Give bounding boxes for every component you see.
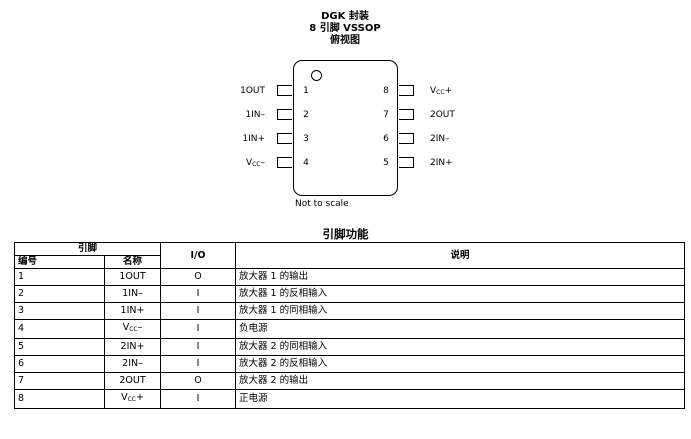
pin-functions-table: 引脚 I/O 说明 编号 名称 1 1OUT O 放大器 1 的输出 2 1IN…: [13, 242, 685, 409]
cell-description: 放大器 2 的同相输入: [235, 338, 685, 356]
cell-description: 放大器 1 的同相输入: [235, 302, 685, 320]
cell-description: 放大器 1 的输出: [235, 268, 685, 286]
table-row: 2 1IN– I 放大器 1 的反相输入: [14, 285, 685, 303]
pin-label: 2IN–: [430, 134, 450, 144]
cell-io: O: [160, 268, 237, 286]
table-row: 8 VCC+ I 正电源: [14, 389, 685, 409]
package-title: DGK 封装: [321, 11, 369, 22]
cell-io: O: [160, 372, 237, 390]
table-title: 引脚功能: [322, 227, 369, 241]
cell-io: I: [160, 338, 237, 356]
cell-number: 3: [14, 302, 105, 320]
table-row: 5 2IN+ I 放大器 2 的同相输入: [14, 338, 685, 356]
cell-io: I: [160, 389, 237, 409]
pin-number: 1: [303, 86, 309, 96]
table-row: 1 1OUT O 放大器 1 的输出: [14, 268, 685, 286]
pin-3-lead: [277, 133, 292, 144]
pin-label: 1IN+: [242, 134, 265, 144]
table-row: 3 1IN+ I 放大器 1 的同相输入: [14, 302, 685, 320]
pin-label: 1OUT: [240, 86, 265, 96]
cell-name: 2IN+: [103, 338, 162, 356]
cell-number: 1: [14, 268, 105, 286]
pin-8-lead: [399, 85, 414, 96]
cell-name: 2OUT: [103, 372, 162, 390]
pin-6-lead: [399, 133, 414, 144]
cell-number: 4: [14, 319, 105, 339]
pin-number: 3: [303, 134, 309, 144]
cell-description: 放大器 1 的反相输入: [235, 285, 685, 303]
cell-name: 1IN–: [103, 285, 162, 303]
table-row: 6 2IN– I 放大器 2 的反相输入: [14, 355, 685, 373]
cell-description: 放大器 2 的反相输入: [235, 355, 685, 373]
pin-number: 4: [303, 158, 309, 168]
package-view: 俯视图: [330, 35, 360, 46]
package-pin-count: 8 引脚 VSSOP: [309, 23, 381, 34]
cell-number: 2: [14, 285, 105, 303]
pin-label: VCC+: [430, 86, 453, 96]
cell-number: 7: [14, 372, 105, 390]
cell-name: 2IN–: [103, 355, 162, 373]
cell-description: 正电源: [235, 389, 685, 409]
pin1-marker-icon: [311, 70, 322, 81]
header-pin-group: 引脚: [13, 242, 162, 256]
cell-io: I: [160, 285, 237, 303]
pin-4-lead: [277, 157, 292, 168]
scale-note: Not to scale: [295, 199, 349, 209]
cell-number: 5: [14, 338, 105, 356]
pin-number: 6: [383, 134, 389, 144]
pin-number: 7: [383, 110, 389, 120]
cell-io: I: [160, 319, 237, 339]
cell-description: 放大器 2 的输出: [235, 372, 685, 390]
pin-5-lead: [399, 157, 414, 168]
chip-body: [293, 60, 398, 196]
header-io: I/O: [160, 242, 237, 269]
cell-io: I: [160, 302, 237, 320]
header-name: 名称: [103, 255, 162, 269]
cell-number: 8: [14, 389, 105, 409]
pin-label: 2OUT: [430, 110, 455, 120]
cell-name: 1OUT: [103, 268, 162, 286]
table-row: 7 2OUT O 放大器 2 的输出: [14, 372, 685, 390]
pin-2-lead: [277, 109, 292, 120]
header-description: 说明: [235, 242, 685, 269]
pin-label: 2IN+: [430, 158, 453, 168]
cell-name: VCC+: [103, 389, 162, 409]
pin-1-lead: [277, 85, 292, 96]
cell-number: 6: [14, 355, 105, 373]
cell-description: 负电源: [235, 319, 685, 339]
pin-7-lead: [399, 109, 414, 120]
pin-number: 8: [383, 86, 389, 96]
table-row: 4 VCC– I 负电源: [14, 319, 685, 339]
pin-label: VCC–: [245, 158, 265, 168]
cell-name: 1IN+: [103, 302, 162, 320]
header-number: 编号: [14, 255, 105, 269]
pin-number: 2: [303, 110, 309, 120]
pin-number: 5: [383, 158, 389, 168]
cell-name: VCC–: [103, 319, 162, 339]
cell-io: I: [160, 355, 237, 373]
pin-label: 1IN–: [245, 110, 265, 120]
